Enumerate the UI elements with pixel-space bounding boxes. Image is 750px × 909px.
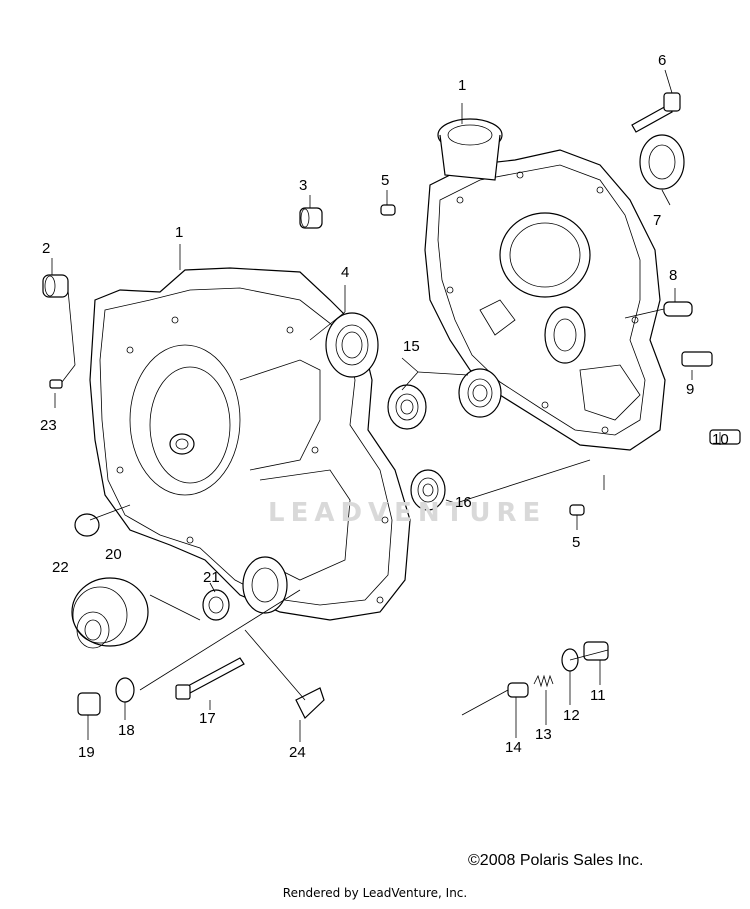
callout-8: 8 <box>669 267 678 284</box>
bearing-15b <box>387 384 427 430</box>
callout-22: 22 <box>52 559 69 576</box>
callout-16: 16 <box>455 494 472 511</box>
callout-24: 24 <box>289 744 306 761</box>
seal-7 <box>639 134 685 190</box>
callout-23: 23 <box>40 417 57 434</box>
seal-21 <box>202 589 230 621</box>
callout-20: 20 <box>105 546 122 563</box>
plug-20 <box>71 577 149 649</box>
spring-13 <box>533 674 554 688</box>
oring-22 <box>74 513 100 537</box>
bolt-17 <box>175 657 245 700</box>
callout-15: 15 <box>403 338 420 355</box>
bearing-4 <box>325 312 379 378</box>
callout-13: 13 <box>535 726 552 743</box>
callout-5-top: 5 <box>381 172 390 189</box>
fitting-9 <box>681 351 713 367</box>
bolt-11 <box>583 641 609 661</box>
callout-14: 14 <box>505 739 522 756</box>
watermark: LEADVENTURE <box>268 498 547 528</box>
washer-18 <box>115 677 135 703</box>
pin-8 <box>663 301 693 317</box>
callout-10: 10 <box>712 431 729 448</box>
plunger-14 <box>507 682 529 698</box>
plug-19 <box>77 692 101 716</box>
callout-1-left-case: 1 <box>175 224 184 241</box>
callout-19: 19 <box>78 744 95 761</box>
callout-1-right-case: 1 <box>458 77 467 94</box>
callout-5-bottom: 5 <box>572 534 581 551</box>
fitting-10 <box>709 429 741 445</box>
bolt-6 <box>631 92 681 133</box>
bushing-2 <box>42 274 69 298</box>
copyright-notice: ©2008 Polaris Sales Inc. <box>468 852 644 869</box>
dowel-5b <box>569 504 585 516</box>
bearing-15a <box>458 368 502 418</box>
callout-9: 9 <box>686 381 695 398</box>
rendered-by-footer: Rendered by LeadVenture, Inc. <box>282 886 468 900</box>
callout-6: 6 <box>658 52 667 69</box>
callout-17: 17 <box>199 710 216 727</box>
callout-18: 18 <box>118 722 135 739</box>
callout-4: 4 <box>341 264 350 281</box>
callout-21: 21 <box>203 569 220 586</box>
callout-7: 7 <box>653 212 662 229</box>
callout-2: 2 <box>42 240 51 257</box>
callout-3: 3 <box>299 177 308 194</box>
dowel-5a <box>380 204 396 216</box>
callout-12: 12 <box>563 707 580 724</box>
pin-23 <box>49 379 63 389</box>
callout-11: 11 <box>590 687 606 704</box>
elbow-24 <box>295 687 325 719</box>
leader-lines <box>51 69 721 742</box>
bushing-3 <box>299 207 323 229</box>
bearing-16 <box>410 469 446 511</box>
